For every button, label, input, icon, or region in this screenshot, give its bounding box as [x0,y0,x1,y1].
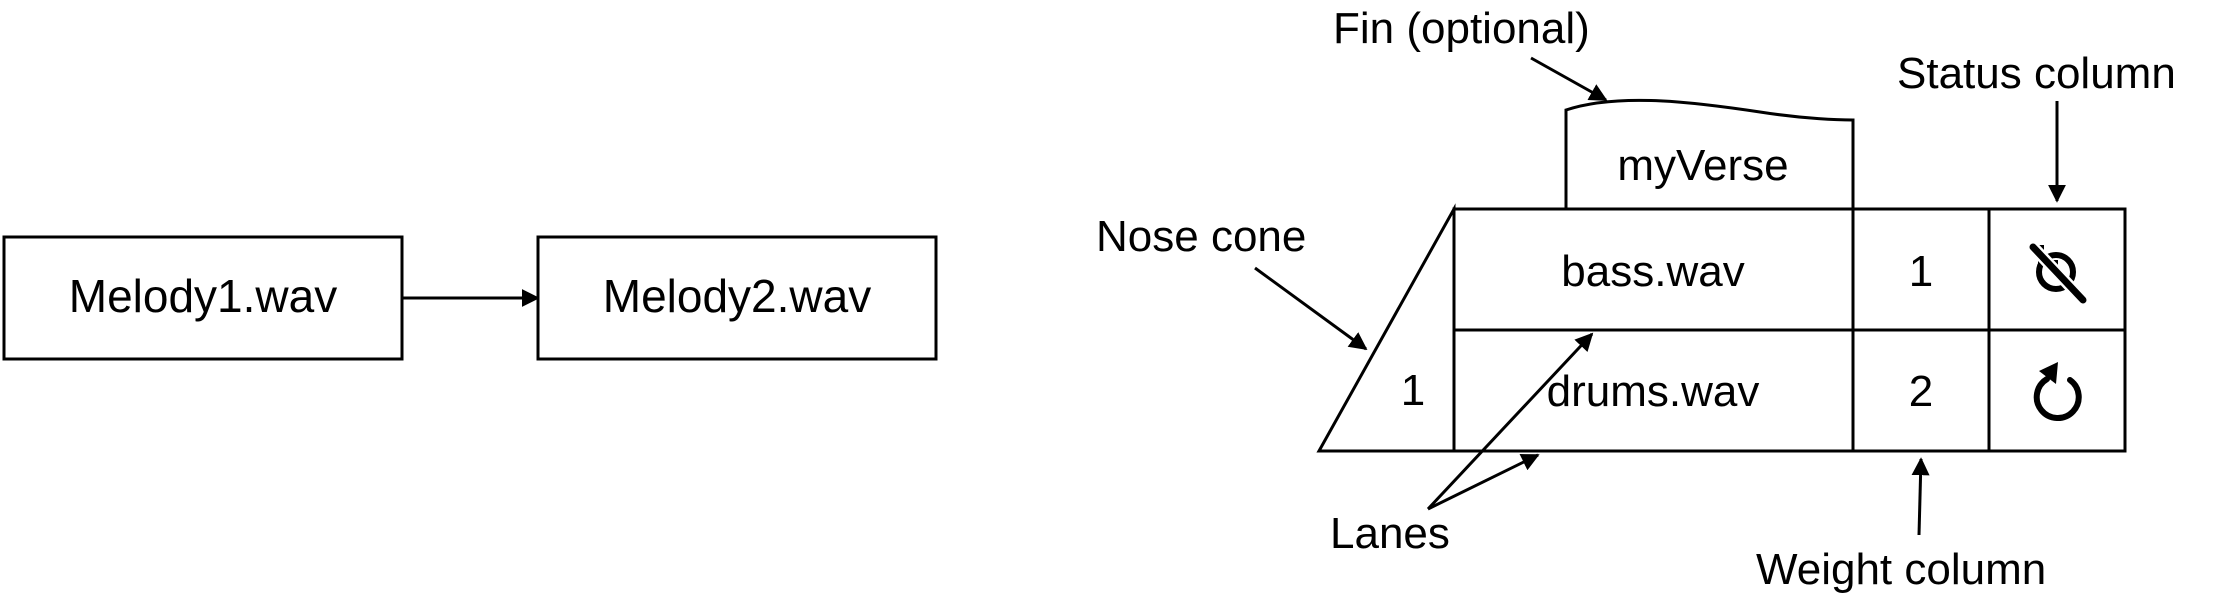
nose-cone-value: 1 [1401,366,1425,415]
flow-node-melody1-label: Melody1.wav [69,270,337,322]
weight-cell [1851,328,1991,453]
lanes-annotation-arrow-lower [1427,453,1540,511]
lane-row: bass.wav 1 [1452,207,2127,332]
status-annotation-label: Status column [1897,49,2176,98]
fin-annotation-arrow [1530,56,1608,102]
lane-file-cell [1452,328,1855,453]
lane-file-name: bass.wav [1561,247,1744,296]
flow-node-melody2-label: Melody2.wav [603,270,871,322]
lane-row: drums.wav 2 [1452,328,2127,453]
weight-value: 1 [1909,247,1933,296]
nose-annotation-label: Nose cone [1096,212,1306,261]
flow-diagram: Melody1.wav Melody2.wav [2,235,938,361]
nose-annotation-arrow [1254,266,1368,351]
weight-value: 2 [1909,367,1933,416]
weight-annotation-arrow [1911,457,1930,536]
lane-file-cell [1452,207,1855,332]
fin-annotation-label: Fin (optional) [1333,4,1590,53]
repeat-icon [2033,362,2082,422]
fin-title: myVerse [1617,141,1788,190]
lane-file-name: drums.wav [1547,367,1760,416]
rocket-diagram: myVerse 1 bass.wav 1 drums.wav [1316,98,2127,453]
muted-speaker-icon [2028,242,2088,305]
flow-node-melody1: Melody1.wav [2,235,404,361]
flow-node-melody2: Melody2.wav [536,235,938,361]
lanes-annotation-arrow-upper [1426,332,1594,511]
weight-annotation-label: Weight column [1756,545,2046,594]
fin: myVerse [1564,98,1855,211]
status-cell [1987,328,2127,453]
lanes-annotation-label: Lanes [1330,509,1450,558]
annotations: Fin (optional) Status column Nose cone L… [1096,4,2176,594]
